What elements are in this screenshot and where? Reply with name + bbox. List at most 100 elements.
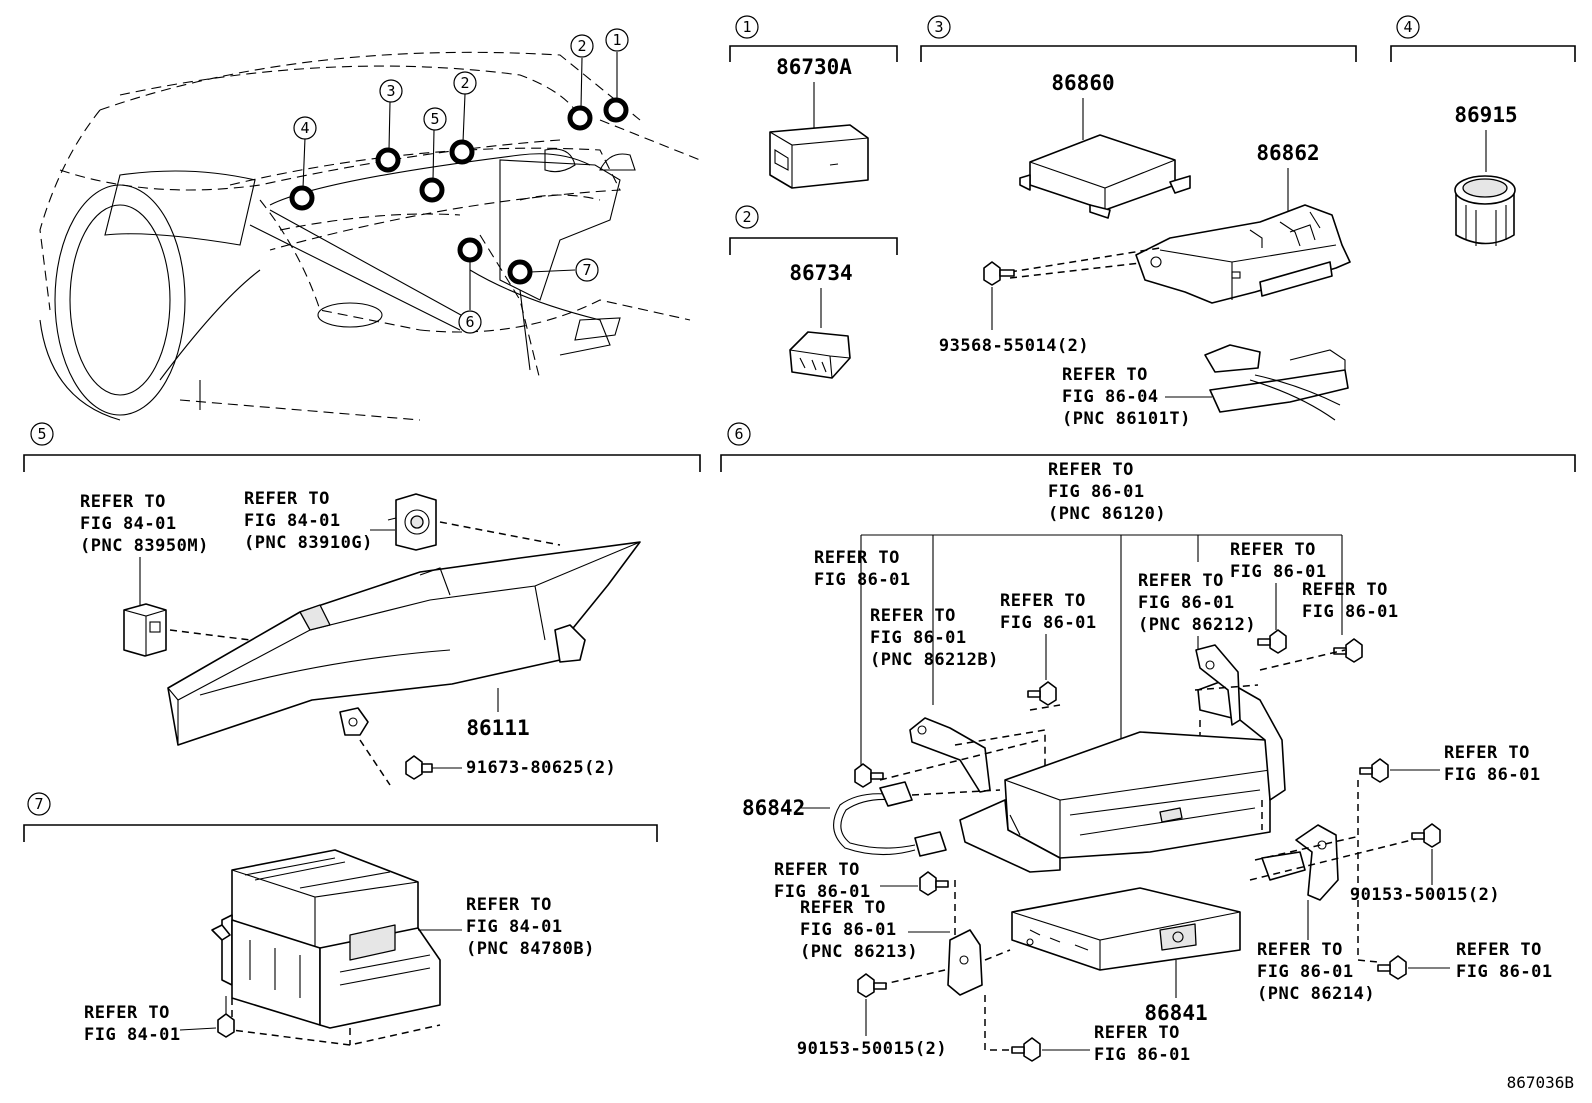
part-86842-harness[interactable] [833, 781, 1001, 857]
svg-text:FIG 86-01: FIG 86-01 [870, 628, 967, 648]
bolt-90153-bottom[interactable] [857, 973, 887, 998]
bolt-label-93568[interactable]: 93568-55014(2) [939, 336, 1089, 356]
location-dot-6 [457, 237, 483, 263]
svg-text:(PNC 83950M): (PNC 83950M) [80, 536, 209, 556]
part-number-86842[interactable]: 86842 [742, 796, 805, 820]
harness-connector-86101T [1204, 344, 1349, 421]
svg-text:REFER TO: REFER TO [1257, 940, 1343, 960]
part-86734-connector[interactable] [789, 331, 851, 379]
overview-callout-2b: 2 [570, 34, 594, 58]
refer-86-01-bottom[interactable]: REFER TO FIG 86-01 [1094, 1023, 1191, 1065]
svg-text:REFER TO: REFER TO [1456, 940, 1542, 960]
svg-text:4: 4 [1403, 18, 1412, 36]
bolt-86-01-lower-right[interactable] [1377, 955, 1407, 980]
svg-text:FIG 84-01: FIG 84-01 [80, 514, 177, 534]
section-1: 1 86730A [729, 15, 898, 189]
refer-84-01-bolt[interactable]: REFER TO FIG 84-01 [84, 1003, 181, 1045]
bolt-86-01-far-right[interactable] [1333, 638, 1363, 663]
svg-text:REFER TO: REFER TO [1230, 540, 1316, 560]
section-3: 3 86860 86862 [920, 15, 1357, 429]
svg-text:REFER TO: REFER TO [870, 606, 956, 626]
part-number-86841[interactable]: 86841 [1144, 1001, 1207, 1025]
svg-text:REFER TO: REFER TO [1094, 1023, 1180, 1043]
bolt-84-01[interactable] [217, 996, 235, 1038]
part-86111-instrument-panel[interactable] [167, 541, 641, 746]
svg-text:REFER TO: REFER TO [244, 489, 330, 509]
refer-86-04-callout[interactable]: REFER TO FIG 86-04 (PNC 86101T) [1062, 365, 1191, 429]
switch-83910G [387, 493, 437, 551]
svg-text:1: 1 [612, 31, 621, 49]
svg-text:REFER TO: REFER TO [1302, 580, 1388, 600]
part-86915-sensor[interactable] [1454, 175, 1516, 246]
refer-86-01-mid-left[interactable]: REFER TO FIG 86-01 [774, 860, 871, 902]
svg-text:(PNC 83910G): (PNC 83910G) [244, 533, 373, 553]
refer-86-01-pnc-86120[interactable]: REFER TO FIG 86-01 (PNC 86120) [1048, 460, 1166, 524]
svg-text:FIG 86-01: FIG 86-01 [1444, 765, 1541, 785]
refer-86-01-far-right[interactable]: REFER TO FIG 86-01 [1302, 580, 1399, 622]
bolt-label-90153-right[interactable]: 90153-50015(2) [1350, 885, 1500, 905]
svg-text:2: 2 [742, 208, 751, 226]
bolt-86-01-right[interactable] [1359, 758, 1389, 783]
bolt-mid-86-01[interactable] [1027, 681, 1057, 706]
part-number-86734[interactable]: 86734 [789, 261, 852, 285]
svg-text:5: 5 [37, 425, 46, 443]
bolt-86-01-mid-left[interactable] [919, 871, 949, 896]
bolt-86-01-bottom[interactable] [1011, 1037, 1041, 1062]
display-unit-86120 [959, 644, 1286, 873]
refer-86-01-pnc-86214[interactable]: REFER TO FIG 86-01 (PNC 86214) [1257, 940, 1375, 1004]
diagram-code: 867036B [1507, 1073, 1574, 1092]
svg-text:FIG 86-01: FIG 86-01 [1138, 593, 1235, 613]
overview-callout-2a: 2 [453, 71, 477, 95]
section-4: 4 86915 [1390, 15, 1576, 246]
refer-86-01-lower-right[interactable]: REFER TO FIG 86-01 [1456, 940, 1553, 982]
refer-86-01-mid[interactable]: REFER TO FIG 86-01 [1000, 591, 1097, 633]
part-number-86860[interactable]: 86860 [1051, 71, 1114, 95]
overview-callout-4: 4 [293, 116, 317, 140]
part-86860-module[interactable] [1019, 134, 1191, 219]
svg-text:FIG 86-01: FIG 86-01 [800, 920, 897, 940]
bolt-91673[interactable] [405, 755, 433, 780]
svg-text:REFER TO: REFER TO [84, 1003, 170, 1023]
refer-86-01-upper-right[interactable]: REFER TO FIG 86-01 [1230, 540, 1327, 582]
svg-text:(PNC 86101T): (PNC 86101T) [1062, 409, 1191, 429]
refer-86-01-pnc-86213[interactable]: REFER TO FIG 86-01 (PNC 86213) [800, 898, 918, 962]
svg-text:FIG 84-01: FIG 84-01 [466, 917, 563, 937]
part-86841-module[interactable] [1011, 887, 1241, 971]
part-number-86111[interactable]: 86111 [466, 716, 529, 740]
svg-text:FIG 86-01: FIG 86-01 [1456, 962, 1553, 982]
section-2: 2 86734 [729, 205, 898, 379]
refer-84-01-pnc-84780B[interactable]: REFER TO FIG 84-01 (PNC 84780B) [466, 895, 595, 959]
bolt-90153-right[interactable] [1411, 823, 1441, 848]
refer-86-01-left[interactable]: REFER TO FIG 86-01 [814, 548, 911, 590]
refer-84-01-pnc-83910G[interactable]: REFER TO FIG 84-01 (PNC 83910G) [244, 489, 373, 553]
location-dot-3 [375, 147, 401, 173]
svg-text:7: 7 [34, 795, 43, 813]
bolt-93568[interactable] [983, 261, 1015, 286]
refer-86-01-right[interactable]: REFER TO FIG 86-01 [1444, 743, 1541, 785]
part-number-86915[interactable]: 86915 [1454, 103, 1517, 127]
svg-text:FIG 86-01: FIG 86-01 [814, 570, 911, 590]
svg-text:FIG 86-01: FIG 86-01 [1257, 962, 1354, 982]
refer-86-01-pnc-86212B[interactable]: REFER TO FIG 86-01 (PNC 86212B) [870, 606, 999, 670]
svg-text:FIG 86-01: FIG 86-01 [1048, 482, 1145, 502]
svg-text:3: 3 [386, 82, 395, 100]
location-dot-1 [603, 97, 629, 123]
part-number-86730A[interactable]: 86730A [776, 55, 852, 79]
part-86730A-connector[interactable] [769, 124, 869, 189]
bolt-86-01-upper-right[interactable] [1257, 629, 1287, 654]
svg-text:FIG 86-01: FIG 86-01 [1230, 562, 1327, 582]
bolt-label-90153-bottom[interactable]: 90153-50015(2) [797, 1039, 947, 1059]
bolt-left-86-01[interactable] [854, 763, 884, 788]
refer-84-01-pnc-83950M[interactable]: REFER TO FIG 84-01 (PNC 83950M) [80, 492, 209, 556]
part-number-86862[interactable]: 86862 [1256, 141, 1319, 165]
svg-text:(PNC 84780B): (PNC 84780B) [466, 939, 595, 959]
bolt-label-91673[interactable]: 91673-80625(2) [466, 758, 616, 778]
bracket-86213 [947, 929, 983, 996]
part-86862-bracket[interactable] [1135, 204, 1351, 304]
svg-text:REFER TO: REFER TO [1048, 460, 1134, 480]
location-dot-2a [449, 139, 475, 165]
overview-callout-6: 6 [458, 310, 482, 334]
svg-text:FIG 86-01: FIG 86-01 [1302, 602, 1399, 622]
refer-86-01-pnc-86212[interactable]: REFER TO FIG 86-01 (PNC 86212) [1138, 571, 1256, 635]
